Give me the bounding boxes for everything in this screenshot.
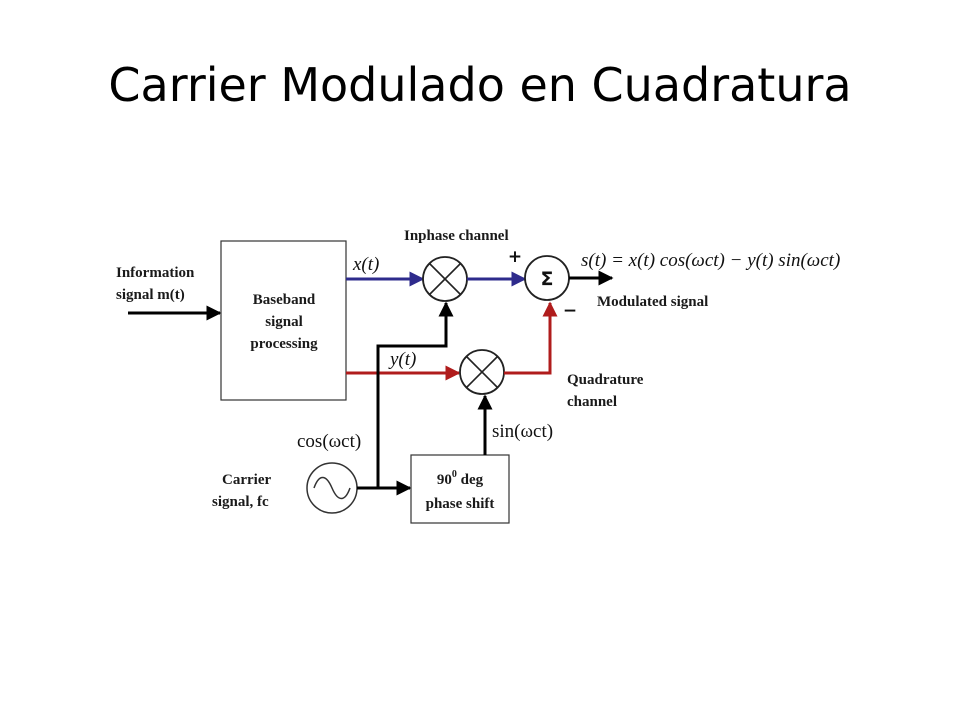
phase-shift-label-2: phase shift <box>426 496 495 512</box>
phase-shift-block <box>410 454 510 524</box>
oscillator-icon <box>306 462 358 514</box>
output-equation: s(t) = x(t) cos(ωct) − y(t) sin(ωct) <box>581 250 840 271</box>
phase-shift-label-1: 900 deg <box>437 469 484 488</box>
inphase-channel-label: Inphase channel <box>404 228 509 244</box>
info-signal-label-1: Information <box>116 265 195 281</box>
info-signal-label-2: signal m(t) <box>116 287 185 303</box>
modulated-signal-label: Modulated signal <box>597 294 708 310</box>
carrier-label-2: signal, fc <box>212 494 269 510</box>
minus-sign: − <box>563 301 577 321</box>
quadrature-channel-label-2: channel <box>567 394 617 410</box>
sigma-symbol: Σ <box>541 268 554 290</box>
plus-sign: + <box>508 247 522 267</box>
baseband-label-3: processing <box>250 336 318 352</box>
quadrature-channel-label-1: Quadrature <box>567 372 644 388</box>
y-of-t-label: y(t) <box>388 349 416 370</box>
baseband-label-2: signal <box>265 314 303 330</box>
x-of-t-label: x(t) <box>352 254 379 275</box>
carrier-label-1: Carrier <box>222 472 271 488</box>
sin-label: sin(ωct) <box>492 421 553 442</box>
slide-title: Carrier Modulado en Cuadratura <box>108 58 852 112</box>
cos-label: cos(ωct) <box>297 431 361 452</box>
quadrature-multiplier <box>459 349 505 395</box>
quadrature-to-sum-arrow <box>504 301 558 375</box>
baseband-block <box>220 240 347 401</box>
carrier-to-inphase-arrow <box>376 301 454 488</box>
baseband-label-1: Baseband <box>253 292 316 308</box>
inphase-multiplier <box>422 256 468 302</box>
